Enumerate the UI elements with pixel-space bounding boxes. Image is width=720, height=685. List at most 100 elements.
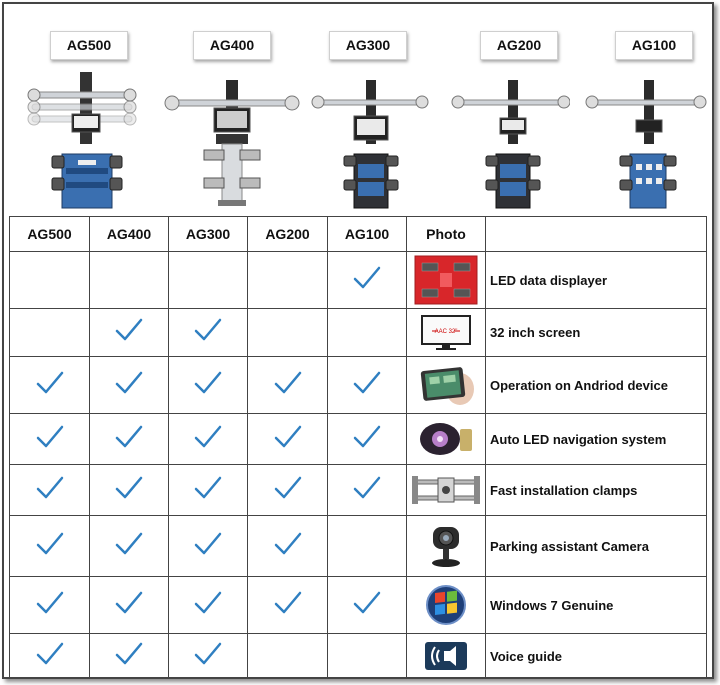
check-cell-ag100: [327, 413, 407, 465]
checkmark-icon: [194, 642, 222, 664]
check-cell-ag500: [9, 633, 90, 679]
checkmark-icon: [353, 425, 381, 447]
model-label-ag200: AG200: [480, 31, 558, 60]
checkmark-icon: [36, 591, 63, 613]
check-cell-ag400: [89, 633, 169, 679]
column-header-ag300: AG300: [168, 216, 248, 252]
checkmark-icon: [36, 642, 63, 664]
column-header-ag100: AG100: [327, 216, 407, 252]
check-cell-ag200: [247, 633, 328, 679]
column-header-ag200: AG200: [247, 216, 328, 252]
checkmark-icon: [36, 425, 63, 447]
table-row: Operation on Andriod device: [9, 356, 707, 414]
check-cell-ag300: [168, 633, 248, 679]
check-cell-ag500: [9, 464, 90, 516]
checkmark-icon: [115, 425, 143, 447]
product-showcase: AG500 AG400 AG300 AG200 AG100: [4, 4, 712, 216]
windows-logo-icon: [426, 585, 466, 625]
feature-label: LED data displayer: [485, 251, 707, 309]
navigation-sensor-icon: [420, 423, 472, 455]
checkmark-icon: [115, 642, 143, 664]
table-row: LED data displayer: [9, 251, 707, 309]
feature-comparison-table: AG500 AG400 AG300 AG200 AG100 Photo: [9, 216, 707, 679]
checkmark-icon: [194, 532, 222, 554]
check-cell-ag100: [327, 251, 407, 309]
check-cell-ag400: [89, 308, 169, 357]
photo-cell: [406, 576, 486, 634]
tablet-icon: [420, 367, 474, 405]
machine-image-ag200: [451, 80, 570, 209]
checkmark-icon: [36, 476, 63, 498]
machine-image-ag300: [311, 80, 429, 209]
check-cell-ag500: [9, 308, 90, 357]
check-cell-ag300: [168, 515, 248, 577]
check-cell-ag400: [89, 464, 169, 516]
photo-cell: [406, 515, 486, 577]
check-cell-ag100: [327, 464, 407, 516]
check-cell-ag300: [168, 413, 248, 465]
check-cell-ag500: [9, 356, 90, 414]
checkmark-icon: [353, 476, 381, 498]
table-row: AAC 32" 32 inch screen: [9, 308, 707, 357]
check-cell-ag200: [247, 515, 328, 577]
check-cell-ag500: [9, 576, 90, 634]
checkmark-icon: [194, 476, 222, 498]
model-label-ag100: AG100: [615, 31, 693, 60]
checkmark-icon: [274, 371, 301, 393]
checkmark-icon: [194, 591, 222, 613]
photo-cell: [406, 251, 486, 309]
checkmark-icon: [36, 371, 63, 393]
check-cell-ag300: [168, 464, 248, 516]
checkmark-icon: [194, 318, 222, 341]
checkmark-icon: [115, 318, 143, 341]
comparison-frame: AG500 AG400 AG300 AG200 AG100: [2, 2, 714, 679]
check-cell-ag400: [89, 515, 169, 577]
check-cell-ag200: [247, 576, 328, 634]
checkmark-icon: [115, 476, 143, 498]
table-header-row: AG500 AG400 AG300 AG200 AG100 Photo: [9, 216, 707, 252]
led-display-icon: [414, 255, 478, 305]
feature-label: Windows 7 Genuine: [485, 576, 707, 634]
checkmark-icon: [115, 532, 143, 554]
machine-image-ag500: [27, 72, 137, 209]
photo-cell: [406, 464, 486, 516]
checkmark-icon: [274, 425, 301, 447]
check-cell-ag100: [327, 515, 407, 577]
model-label-ag500: AG500: [50, 31, 128, 60]
checkmark-icon: [115, 371, 143, 393]
feature-label: Parking assistant Camera: [485, 515, 707, 577]
checkmark-icon: [274, 476, 301, 498]
table-row: Windows 7 Genuine: [9, 576, 707, 634]
checkmark-icon: [353, 371, 381, 393]
check-cell-ag300: [168, 308, 248, 357]
check-cell-ag300: [168, 356, 248, 414]
photo-cell: AAC 32": [406, 308, 486, 357]
table-row: Auto LED navigation system: [9, 413, 707, 465]
check-cell-ag400: [89, 413, 169, 465]
column-header-ag500: AG500: [9, 216, 90, 252]
checkmark-icon: [274, 532, 301, 554]
check-cell-ag100: [327, 308, 407, 357]
model-label-ag300: AG300: [329, 31, 407, 60]
check-cell-ag300: [168, 251, 248, 309]
column-header-photo: Photo: [406, 216, 486, 252]
feature-label: Operation on Andriod device: [485, 356, 707, 414]
machine-image-ag400: [164, 80, 300, 206]
feature-label: Fast installation clamps: [485, 464, 707, 516]
feature-label: Voice guide: [485, 633, 707, 679]
check-cell-ag400: [89, 356, 169, 414]
photo-cell: [406, 633, 486, 679]
check-cell-ag400: [89, 251, 169, 309]
check-cell-ag100: [327, 633, 407, 679]
machine-image-ag100: [585, 80, 707, 209]
checkmark-icon: [353, 591, 381, 613]
photo-cell: [406, 356, 486, 414]
wheel-clamp-icon: [412, 476, 480, 504]
check-cell-ag400: [89, 576, 169, 634]
voice-guide-icon: [425, 642, 467, 670]
check-cell-ag200: [247, 308, 328, 357]
feature-label: 32 inch screen: [485, 308, 707, 357]
check-cell-ag500: [9, 515, 90, 577]
webcam-icon: [432, 527, 460, 567]
model-label-ag400: AG400: [193, 31, 271, 60]
